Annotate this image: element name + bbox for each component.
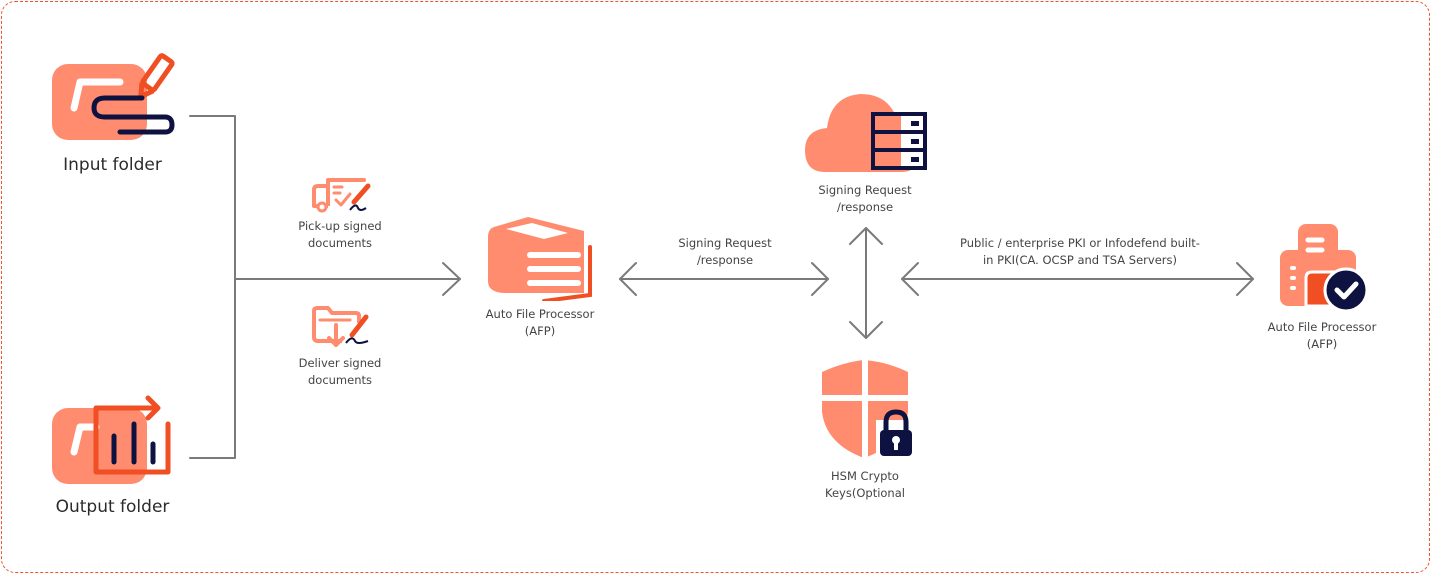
pickup-label: Pick-up signed documents <box>298 219 382 250</box>
arrowhead-left <box>901 262 919 296</box>
truck-signed-doc-icon <box>312 178 371 213</box>
arrowhead-right <box>811 262 829 296</box>
cloud-server-icon <box>805 94 927 172</box>
arrowhead-down <box>849 321 883 339</box>
arrowhead-right <box>1236 262 1254 296</box>
afp-left-label: Auto File Processor (AFP) <box>485 307 595 338</box>
book-stack-icon <box>488 217 592 301</box>
bracket-connector <box>189 115 236 459</box>
center-pki-edge-label: Public / enterprise PKI or Infodefend bu… <box>960 236 1200 267</box>
afp-center-edge-label: Signing Request /response <box>678 236 772 267</box>
output-folder-label: Output folder <box>55 497 170 517</box>
arrowhead-right <box>442 262 461 296</box>
folder-download-sign-icon <box>312 306 369 347</box>
arrowhead-up <box>849 227 883 245</box>
deliver-label: Deliver signed documents <box>298 356 382 387</box>
folder-chart-export-icon <box>52 395 171 484</box>
shield-lock-icon <box>818 360 916 460</box>
arrowhead-left <box>619 262 637 296</box>
cloud-label: Signing Request /response <box>818 183 912 214</box>
folder-pen-icon <box>52 53 175 140</box>
printer-check-icon <box>1280 224 1369 310</box>
hsm-label: HSM Crypto Keys(Optional <box>825 469 905 500</box>
input-folder-label: Input folder <box>63 155 162 175</box>
afp-right-label: Auto File Processor (AFP) <box>1267 320 1377 351</box>
